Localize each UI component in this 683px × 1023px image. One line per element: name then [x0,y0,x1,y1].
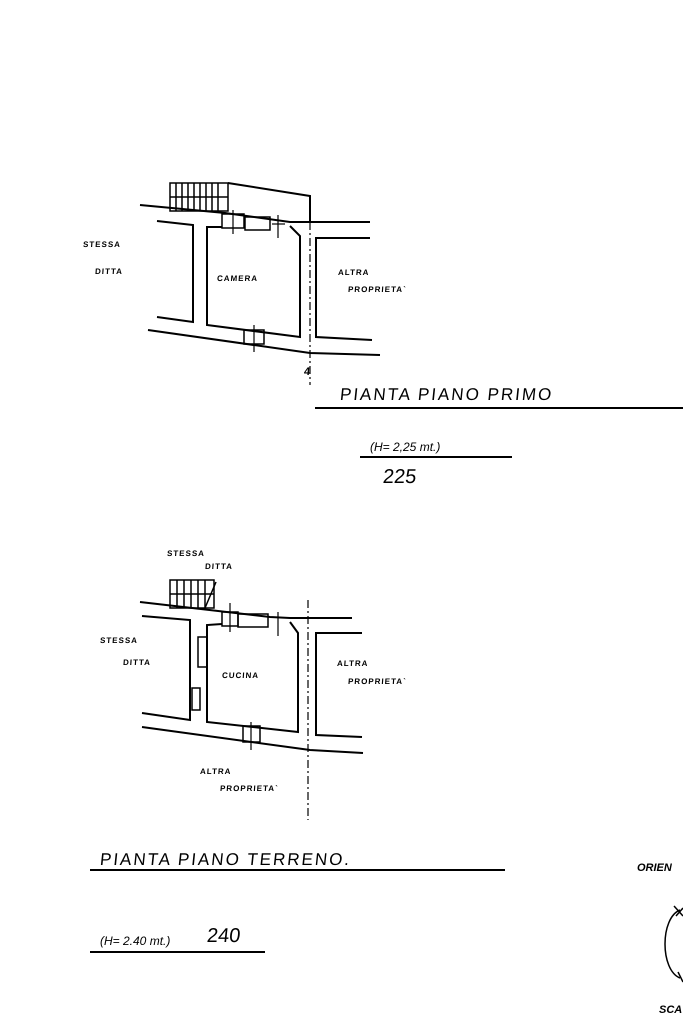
ground-floor-height-value: 240 [205,925,242,947]
first-floor-height: (H= 2,25 mt.) [370,440,441,454]
ground-floor-title: PIANTA PIANO TERRENO. [99,850,353,869]
left-neighbor-label: DITTA [122,658,152,667]
right-neighbor-label: ALTRA [337,268,370,277]
left-neighbor-label: STESSA [82,240,122,249]
first-floor-height-value: 225 [381,466,418,488]
left-neighbor-label: STESSA [99,636,139,645]
stair-icon [169,182,229,212]
compass-icon [664,905,683,983]
top-neighbor-label: STESSA [166,549,206,558]
first-floor-title: PIANTA PIANO PRIMO [339,385,555,404]
first-floor-plan [139,182,683,458]
right-neighbor-label: PROPRIETA` [347,677,408,686]
stair-icon [169,579,217,609]
bottom-neighbor-label: ALTRA [199,767,232,776]
right-neighbor-label: ALTRA [336,659,369,668]
scale-label: SCA [659,1004,683,1016]
ground-floor-plan [90,579,505,953]
bottom-neighbor-label: PROPRIETA` [219,784,280,793]
ground-floor-height: (H= 2.40 mt.) [100,934,171,948]
room-label: CAMERA [216,274,259,283]
top-neighbor-label: DITTA [204,562,234,571]
left-neighbor-label: DITTA [94,267,124,276]
room-label: CUCINA [221,671,260,680]
orientation-label: ORIEN [637,862,672,874]
right-neighbor-label: PROPRIETA` [347,285,408,294]
section-mark: 4 [303,366,312,378]
